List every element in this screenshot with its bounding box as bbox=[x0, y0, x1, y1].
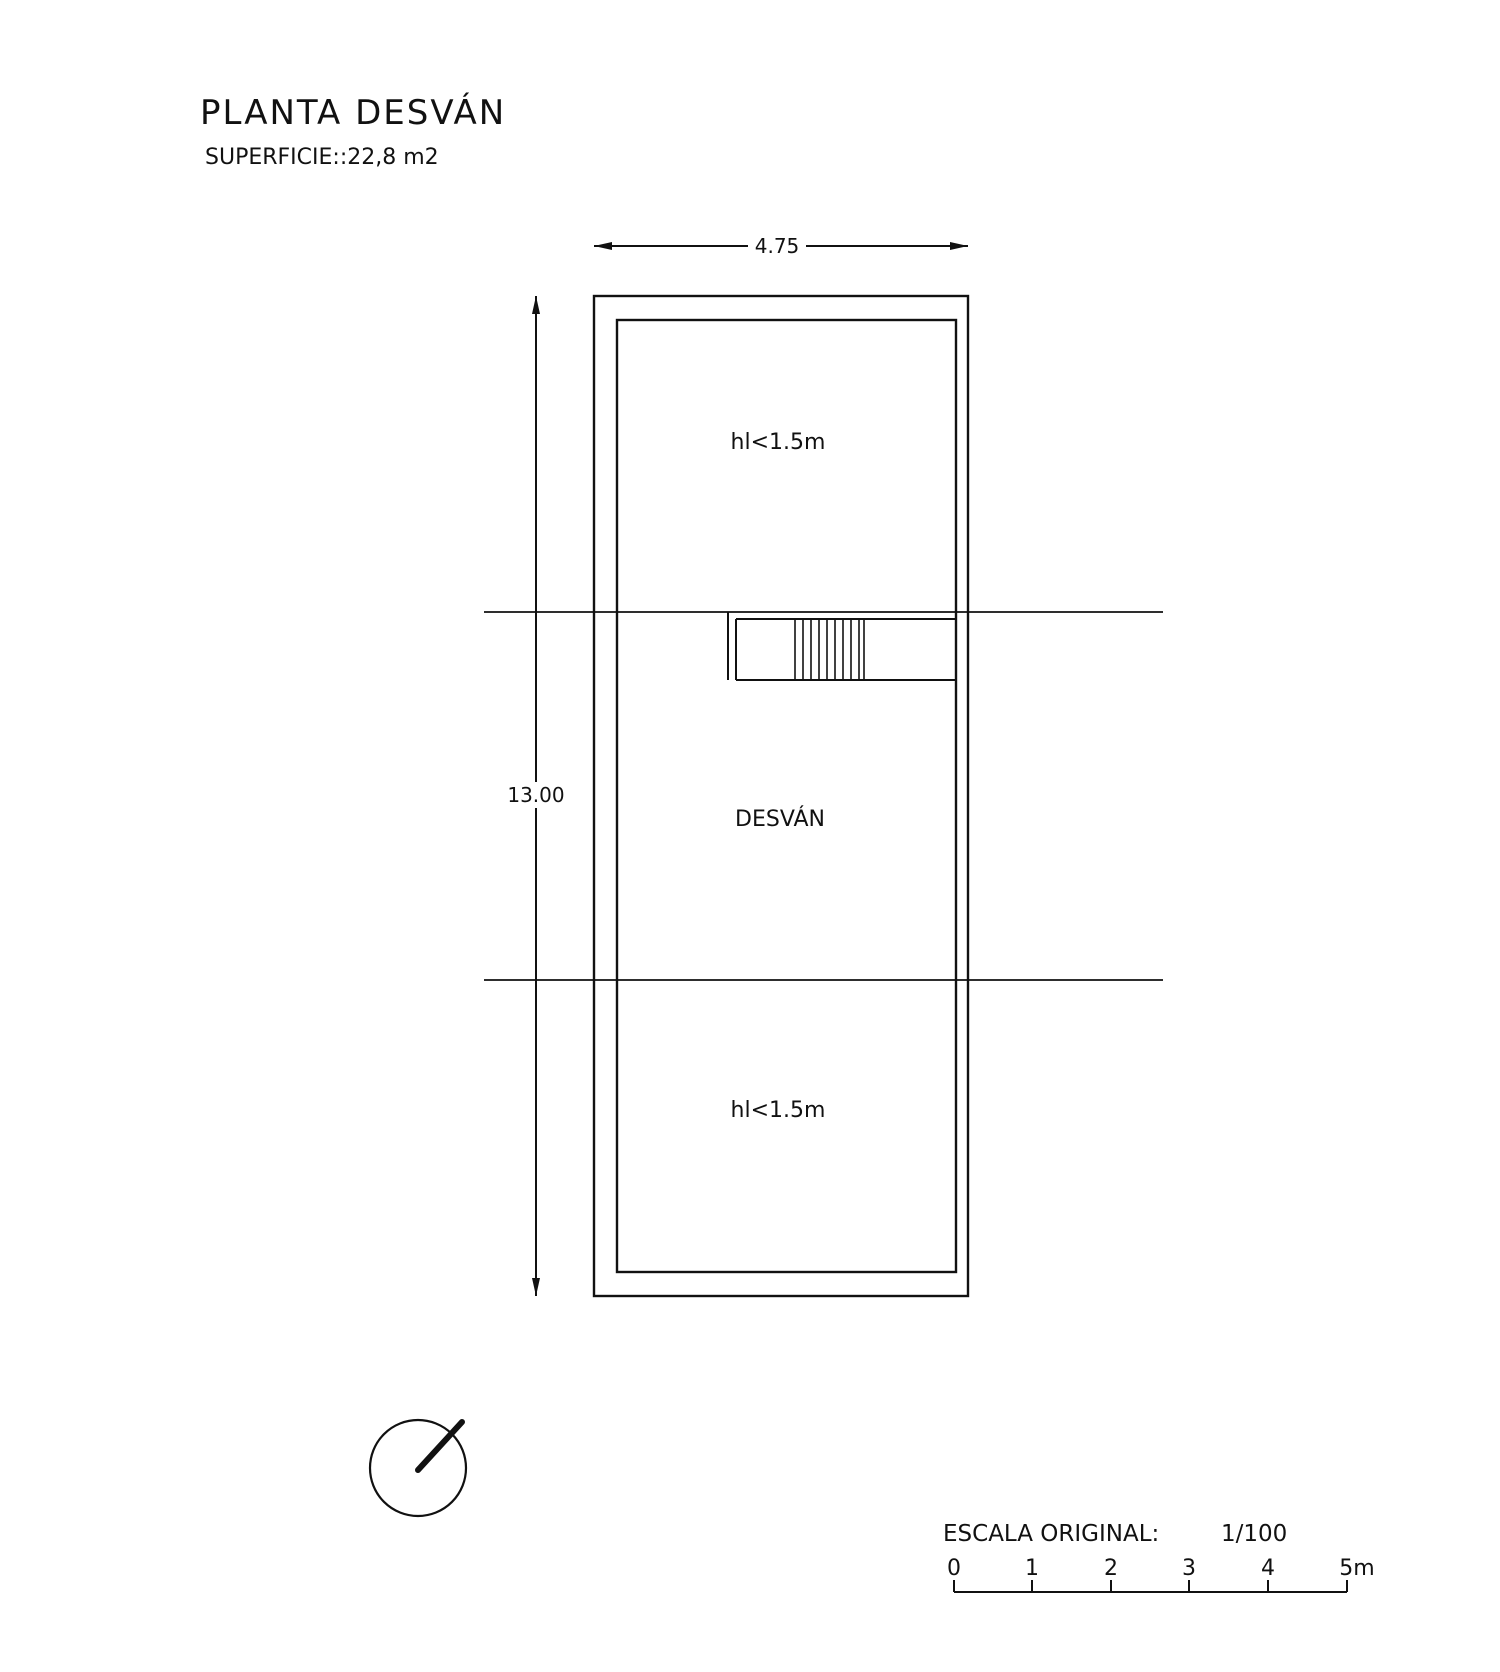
scale-tick-3: 3 bbox=[1182, 1556, 1196, 1581]
scale-tick-4: 4 bbox=[1261, 1556, 1275, 1581]
inner-wall bbox=[615, 318, 958, 1274]
plan-title: PLANTA DESVÁN bbox=[200, 92, 506, 133]
scale-ratio: 1/100 bbox=[1221, 1521, 1287, 1547]
room-label-top: hl<1.5m bbox=[731, 430, 826, 455]
stair-opening bbox=[727, 612, 956, 681]
scale-tick-2: 2 bbox=[1104, 1556, 1118, 1581]
surface-label: SUPERFICIE::22,8 m2 bbox=[205, 145, 439, 170]
length-dimension-label: 13.00 bbox=[507, 783, 564, 807]
outer-wall bbox=[592, 294, 970, 1298]
scale-tick-0: 0 bbox=[947, 1556, 961, 1581]
scale-label: ESCALA ORIGINAL: bbox=[943, 1521, 1159, 1547]
room-label-desvan: DESVÁN bbox=[735, 806, 825, 832]
scale-bar: ESCALA ORIGINAL: 1/100 0 1 2 3 4 5m bbox=[943, 1521, 1375, 1593]
length-dimension: 13.00 bbox=[505, 296, 567, 1296]
width-dimension-label: 4.75 bbox=[755, 234, 800, 258]
width-dimension: 4.75 bbox=[594, 234, 968, 258]
north-arrow-icon bbox=[368, 1418, 468, 1518]
stair-steps bbox=[794, 619, 865, 680]
room-label-bottom: hl<1.5m bbox=[731, 1098, 826, 1123]
scale-tick-5: 5m bbox=[1339, 1556, 1374, 1581]
scale-tick-1: 1 bbox=[1025, 1556, 1039, 1581]
